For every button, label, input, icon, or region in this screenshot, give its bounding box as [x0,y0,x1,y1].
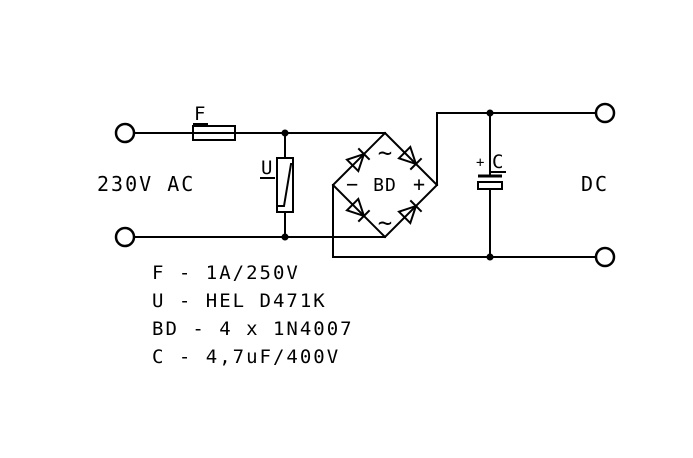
diode-triangle [345,152,366,173]
bridge-ac-bottom-mark: ~ [378,209,392,237]
diode-cathode-bar [409,157,423,171]
junction-capacitor-top [486,109,494,117]
capacitor-polarity-mark: + [476,155,484,171]
diode-cathode-bar [357,147,371,161]
capacitor-symbol [477,171,506,190]
legend-row-bridge: BD - 4 x 1N4007 [152,318,354,340]
input-label: 230V AC [97,172,195,196]
diode-cathode-bar [409,199,423,213]
legend-row-varistor: U - HEL D471K [152,290,327,312]
terminal-dc-minus [594,246,616,268]
diode-triangle [397,204,418,225]
bridge-rectifier-symbol [331,131,439,239]
junction-varistor-bottom [281,233,289,241]
bridge-plus-mark: + [413,172,425,196]
junction-dots [281,109,494,261]
varistor-ref-label: U [261,157,272,179]
terminal-ac-bottom [114,226,136,248]
junction-capacitor-bottom [486,253,494,261]
diode-bottom-left [345,197,371,223]
terminal-ac-top [114,122,136,144]
capacitor-plate-negative [477,181,503,190]
diode-bottom-right [397,199,423,225]
diode-triangle [397,145,418,166]
fuse-symbol [192,123,236,141]
bridge-outline [331,131,439,239]
wire-dc-minus-rail [332,184,597,258]
output-label: DC [581,172,609,196]
diode-triangle [345,197,366,218]
wires [133,112,597,258]
varistor-body [276,157,294,213]
legend-row-capacitor: C - 4,7uF/400V [152,346,340,368]
varistor-symbol [260,157,294,213]
capacitor-ref-label: C [492,151,503,173]
junction-varistor-top [281,129,289,137]
fuse-body [192,125,236,141]
fuse-ref-label: F [194,103,205,125]
terminals [114,102,616,268]
bridge-minus-mark: − [346,172,358,196]
bridge-ac-top-mark: ~ [378,139,392,167]
legend: F - 1A/250V U - HEL D471K BD - 4 x 1N400… [152,262,354,368]
varistor-zigzag [277,163,294,207]
legend-row-fuse: F - 1A/250V [152,262,300,284]
terminal-dc-plus [594,102,616,124]
wire-dc-plus-rail [436,112,597,186]
bridge-ref-label: BD [373,175,397,196]
diode-cathode-bar [357,209,371,223]
diode-top-left [345,147,371,173]
diode-top-right [397,145,423,171]
